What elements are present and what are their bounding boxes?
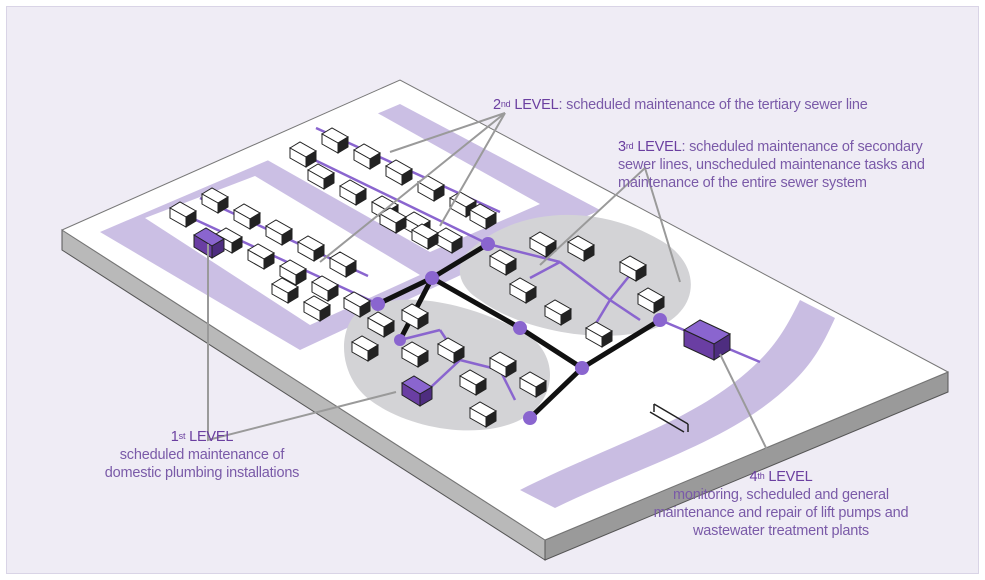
pipe-junctions [371,237,667,425]
level-3-title: LEVEL [633,139,682,155]
house-icon [311,275,339,302]
level-3-description: : scheduled maintenance of secondary sew… [618,139,925,191]
highlighted-house-icon [401,375,433,407]
block-left [145,176,420,325]
house-icon [265,219,293,246]
house-icon [169,201,197,228]
level-2-title: LEVEL [510,97,559,113]
house-icon [401,341,429,368]
level-4-label: 4th LEVEL monitoring, scheduled and gene… [576,468,985,540]
house-icon [585,321,613,348]
house-icon [353,143,381,170]
leader-lines [207,112,773,461]
level-1-title: LEVEL [185,429,234,445]
house-icon [529,231,557,258]
level-1-number: 1 [170,429,179,445]
settlement-zone-right [459,214,691,336]
house-icon [509,277,537,304]
house-icon [459,369,487,396]
level-3-number: 3 [618,139,626,155]
house-icon [379,207,407,234]
house-icon [519,371,547,398]
level-3-suffix: rd [625,141,634,151]
house-icon [567,235,595,262]
bridge-icon [649,403,689,433]
house-icon [201,187,229,214]
house-icon [303,295,331,322]
house-icon [401,303,429,330]
settlement-zone-left [343,299,550,431]
house-icon [351,335,379,362]
level-4-title: LEVEL [764,469,813,485]
level-2-number: 2 [493,97,501,113]
level-4-description: monitoring, scheduled and general mainte… [653,487,909,539]
house-icon [279,259,307,286]
river [520,300,835,508]
treatment-plant-icon [682,319,732,361]
house-icon [307,163,335,190]
house-icon [339,179,367,206]
house-icon [489,249,517,276]
level-1-label: 1st LEVEL scheduled maintenance of domes… [0,428,404,482]
house-icon [469,401,497,428]
level-4-number: 4 [749,469,758,485]
level-1-description: scheduled maintenance of domestic plumbi… [104,447,300,481]
house-icon [297,235,325,262]
house-icon [469,203,497,230]
house-icon [417,175,445,202]
level-2-description: : scheduled maintenance of the tertiary … [558,97,868,113]
house-icon [321,127,349,154]
house-icon [437,337,465,364]
house-icon [247,243,275,270]
house-icon [385,159,413,186]
house-icon [233,203,261,230]
house-icon [619,255,647,282]
level-4-suffix: th [757,471,765,481]
house-icon [544,299,572,326]
level-2-label: 2nd LEVEL: scheduled maintenance of the … [493,96,913,114]
house-icon [271,277,299,304]
house-icon [637,287,665,314]
level-3-label: 3rd LEVEL: scheduled maintenance of seco… [618,138,958,192]
house-icon [435,227,463,254]
house-icon [411,223,439,250]
house-icon [329,251,357,278]
house-icon [343,291,371,318]
house-icon [367,311,395,338]
houses [169,127,665,428]
level-2-suffix: nd [500,99,511,109]
house-icon [289,141,317,168]
level-1-suffix: st [178,431,186,441]
house-icon [489,351,517,378]
